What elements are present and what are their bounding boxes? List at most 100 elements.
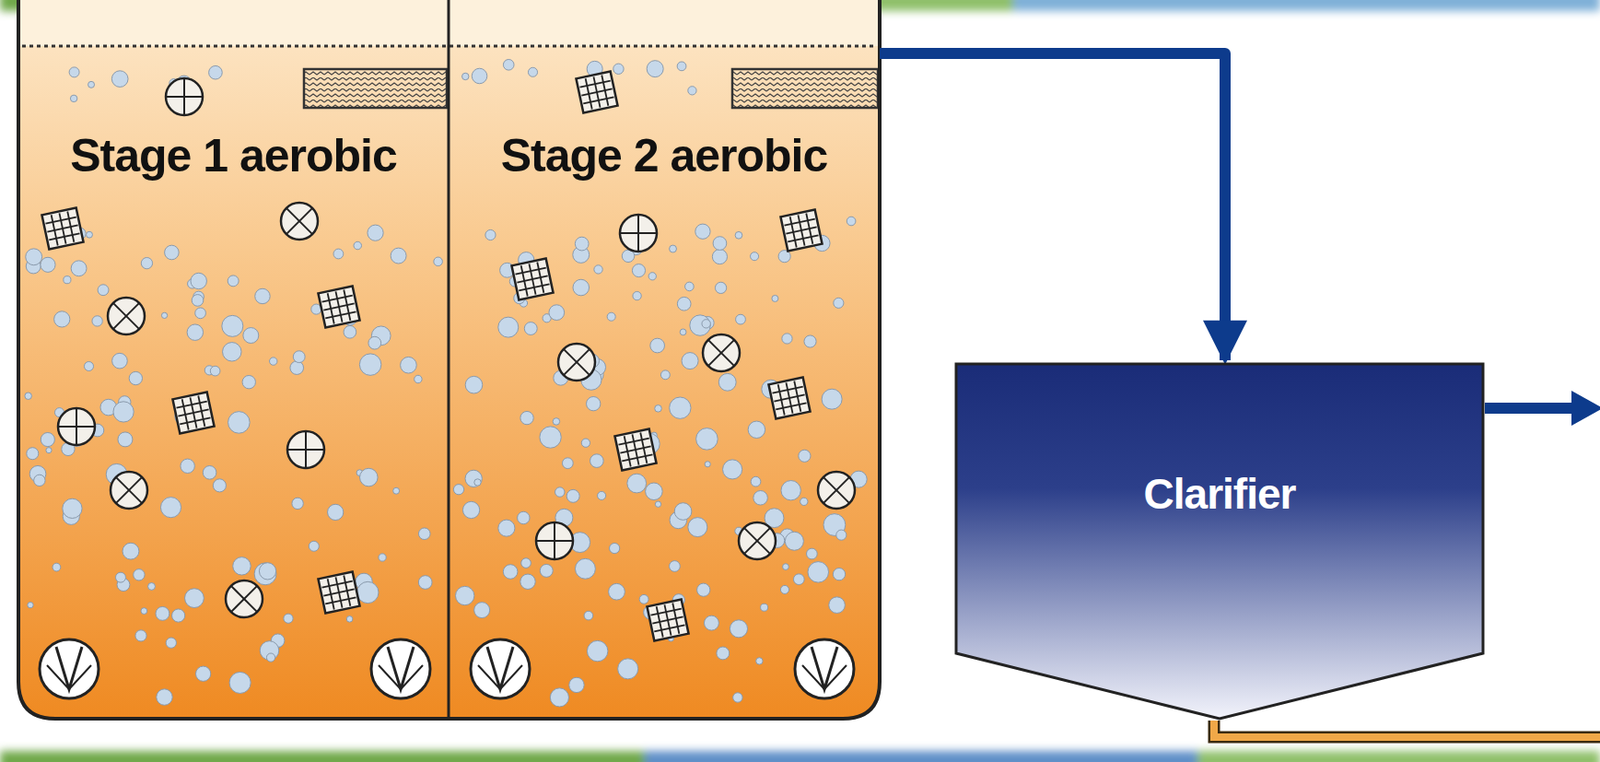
- air-bubble: [266, 653, 275, 662]
- microbe-particle: [218, 572, 271, 626]
- microbe-particle: [172, 391, 214, 433]
- air-bubble: [524, 322, 538, 336]
- air-bubble: [548, 304, 565, 321]
- air-bubble: [52, 562, 61, 572]
- air-bubble: [539, 563, 553, 577]
- microbe-particle: [575, 70, 618, 113]
- air-bubble: [390, 247, 407, 264]
- air-bubble: [359, 353, 381, 375]
- air-bubble: [674, 502, 692, 521]
- air-bubble: [140, 607, 148, 615]
- stage-region: Stage 1 aerobic: [20, 0, 447, 717]
- air-bubble: [677, 61, 687, 71]
- air-bubble: [669, 560, 681, 573]
- microbe-particle: [536, 522, 573, 560]
- air-bubble: [669, 397, 691, 419]
- microbe-particle: [103, 464, 156, 517]
- air-bubble: [269, 357, 278, 365]
- air-bubble: [327, 503, 344, 520]
- microbe-particle: [731, 514, 784, 568]
- tank-outline: [18, 0, 880, 719]
- air-bubble: [254, 562, 277, 585]
- air-bubble: [569, 677, 584, 692]
- air-bubble: [283, 613, 293, 623]
- air-bubble: [716, 646, 730, 660]
- air-bubble: [26, 447, 39, 460]
- air-bubble: [229, 671, 251, 693]
- air-bubble: [750, 476, 761, 487]
- air-bubble: [703, 615, 719, 631]
- stage-divider: [447, 0, 451, 719]
- microbe-particle: [810, 464, 864, 517]
- air-bubble: [343, 325, 357, 339]
- air-bubble: [735, 231, 743, 239]
- air-bubble: [418, 575, 433, 590]
- air-bubble: [609, 542, 620, 553]
- air-bubble: [520, 573, 536, 589]
- clarifier-tank: Clarifier: [954, 362, 1485, 721]
- air-bubble: [292, 350, 305, 363]
- clarifier-label: Clarifier: [1144, 468, 1297, 519]
- air-bubble: [572, 279, 590, 296]
- air-bubble: [465, 469, 482, 487]
- air-bubble: [27, 601, 34, 608]
- air-bubble: [681, 352, 699, 370]
- air-bubble: [784, 531, 804, 550]
- air-bubble: [474, 602, 491, 619]
- air-bubble: [800, 497, 808, 505]
- air-bubble: [829, 596, 846, 614]
- air-bubble: [418, 527, 431, 540]
- air-bubble: [782, 333, 793, 344]
- air-bubble: [846, 216, 856, 226]
- air-bubble: [465, 375, 483, 394]
- air-bubble: [357, 581, 379, 603]
- air-bubble: [122, 542, 140, 560]
- air-bubble: [747, 420, 765, 438]
- air-bubble: [832, 568, 845, 581]
- air-bubble: [718, 373, 736, 391]
- air-bubble: [112, 352, 129, 369]
- air-bubble: [583, 610, 594, 620]
- air-bubble: [462, 72, 469, 80]
- air-bubble: [608, 583, 626, 600]
- air-bubble: [689, 315, 711, 336]
- air-bubble: [836, 529, 847, 540]
- microbe-particle: [287, 431, 325, 468]
- air-bubble: [502, 564, 518, 580]
- air-bubble: [414, 374, 422, 383]
- air-bubble: [111, 70, 129, 88]
- air-bubble: [650, 338, 666, 353]
- air-bubble: [771, 294, 779, 302]
- bubbles: [24, 58, 867, 707]
- air-bubble: [760, 603, 769, 611]
- air-bubble: [821, 388, 842, 409]
- air-bubble: [195, 307, 207, 319]
- microbe-particle: [165, 78, 203, 116]
- microbe-particle: [780, 209, 822, 251]
- air-bubble: [695, 223, 711, 239]
- air-bubble: [581, 438, 590, 447]
- air-bubble: [221, 315, 244, 337]
- air-bubble: [723, 459, 743, 479]
- air-bubble: [833, 297, 844, 308]
- air-bubble: [539, 426, 561, 448]
- diffusers: [39, 639, 854, 699]
- air-bubble: [86, 231, 94, 238]
- air-bubble: [308, 540, 319, 551]
- air-bubble: [782, 563, 790, 571]
- air-bubble: [228, 411, 251, 434]
- air-bubble: [646, 60, 664, 78]
- air-bubble: [191, 294, 204, 307]
- air-bubble: [164, 245, 180, 260]
- microbe-particle: [273, 195, 327, 248]
- air-bubble: [679, 328, 687, 336]
- microbe-particle: [317, 571, 360, 613]
- air-bubble: [701, 319, 711, 328]
- air-bubble: [639, 594, 649, 604]
- air-bubble: [455, 585, 474, 605]
- air-bubble: [117, 432, 133, 447]
- air-diffuser: [794, 639, 854, 699]
- air-bubble: [688, 517, 708, 538]
- air-bubble: [613, 63, 624, 74]
- air-bubble: [54, 311, 71, 328]
